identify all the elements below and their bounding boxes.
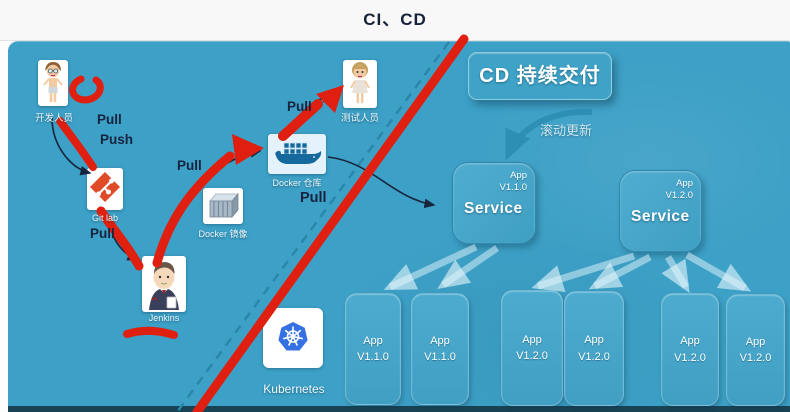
cd-continuous-delivery-box: CD 持续交付 — [468, 52, 612, 100]
service-box-v120: App V1.2.0 Service — [619, 170, 702, 252]
developer-label: 开发人员 — [34, 113, 73, 124]
docker-repo-icon — [268, 134, 326, 174]
git-pull-label: Pull — [90, 226, 115, 241]
service-app-version-badge: App V1.1.0 — [499, 170, 527, 194]
service-pull-label: Pull — [300, 190, 327, 206]
docker-image-label: Docker 镜像 — [198, 229, 248, 239]
jenkins-icon — [142, 256, 186, 312]
developer-icon — [38, 60, 68, 106]
docker-repo-label: Docker 仓库 — [272, 178, 322, 188]
tester-pull-label: Pull — [287, 99, 312, 114]
gitlab-label: Git lab — [91, 213, 118, 223]
tester-icon — [343, 60, 377, 108]
kubernetes-label: Kubernetes — [263, 382, 325, 396]
dev-push-label: Push — [100, 132, 134, 147]
repo-pull-label: Pull — [177, 158, 202, 173]
jenkins-label: Jenkins — [148, 313, 180, 323]
bottom-edge-strip — [8, 406, 790, 412]
gitlab-icon — [87, 168, 123, 210]
page-title: CI、CD — [363, 10, 427, 29]
dev-pull-label: Pull — [97, 112, 122, 127]
rolling-update-label: 滚动更新 — [540, 123, 593, 138]
service-name: Service — [464, 200, 523, 217]
tester-label: 测试人员 — [340, 113, 379, 124]
kubernetes-icon — [263, 308, 323, 368]
service-name: Service — [631, 208, 690, 225]
docker-image-icon — [203, 188, 243, 224]
service-box-v110: App V1.1.0 Service — [452, 162, 536, 244]
service-app-version-badge: App V1.2.0 — [665, 178, 693, 202]
title-bar: CI、CD — [0, 0, 790, 41]
